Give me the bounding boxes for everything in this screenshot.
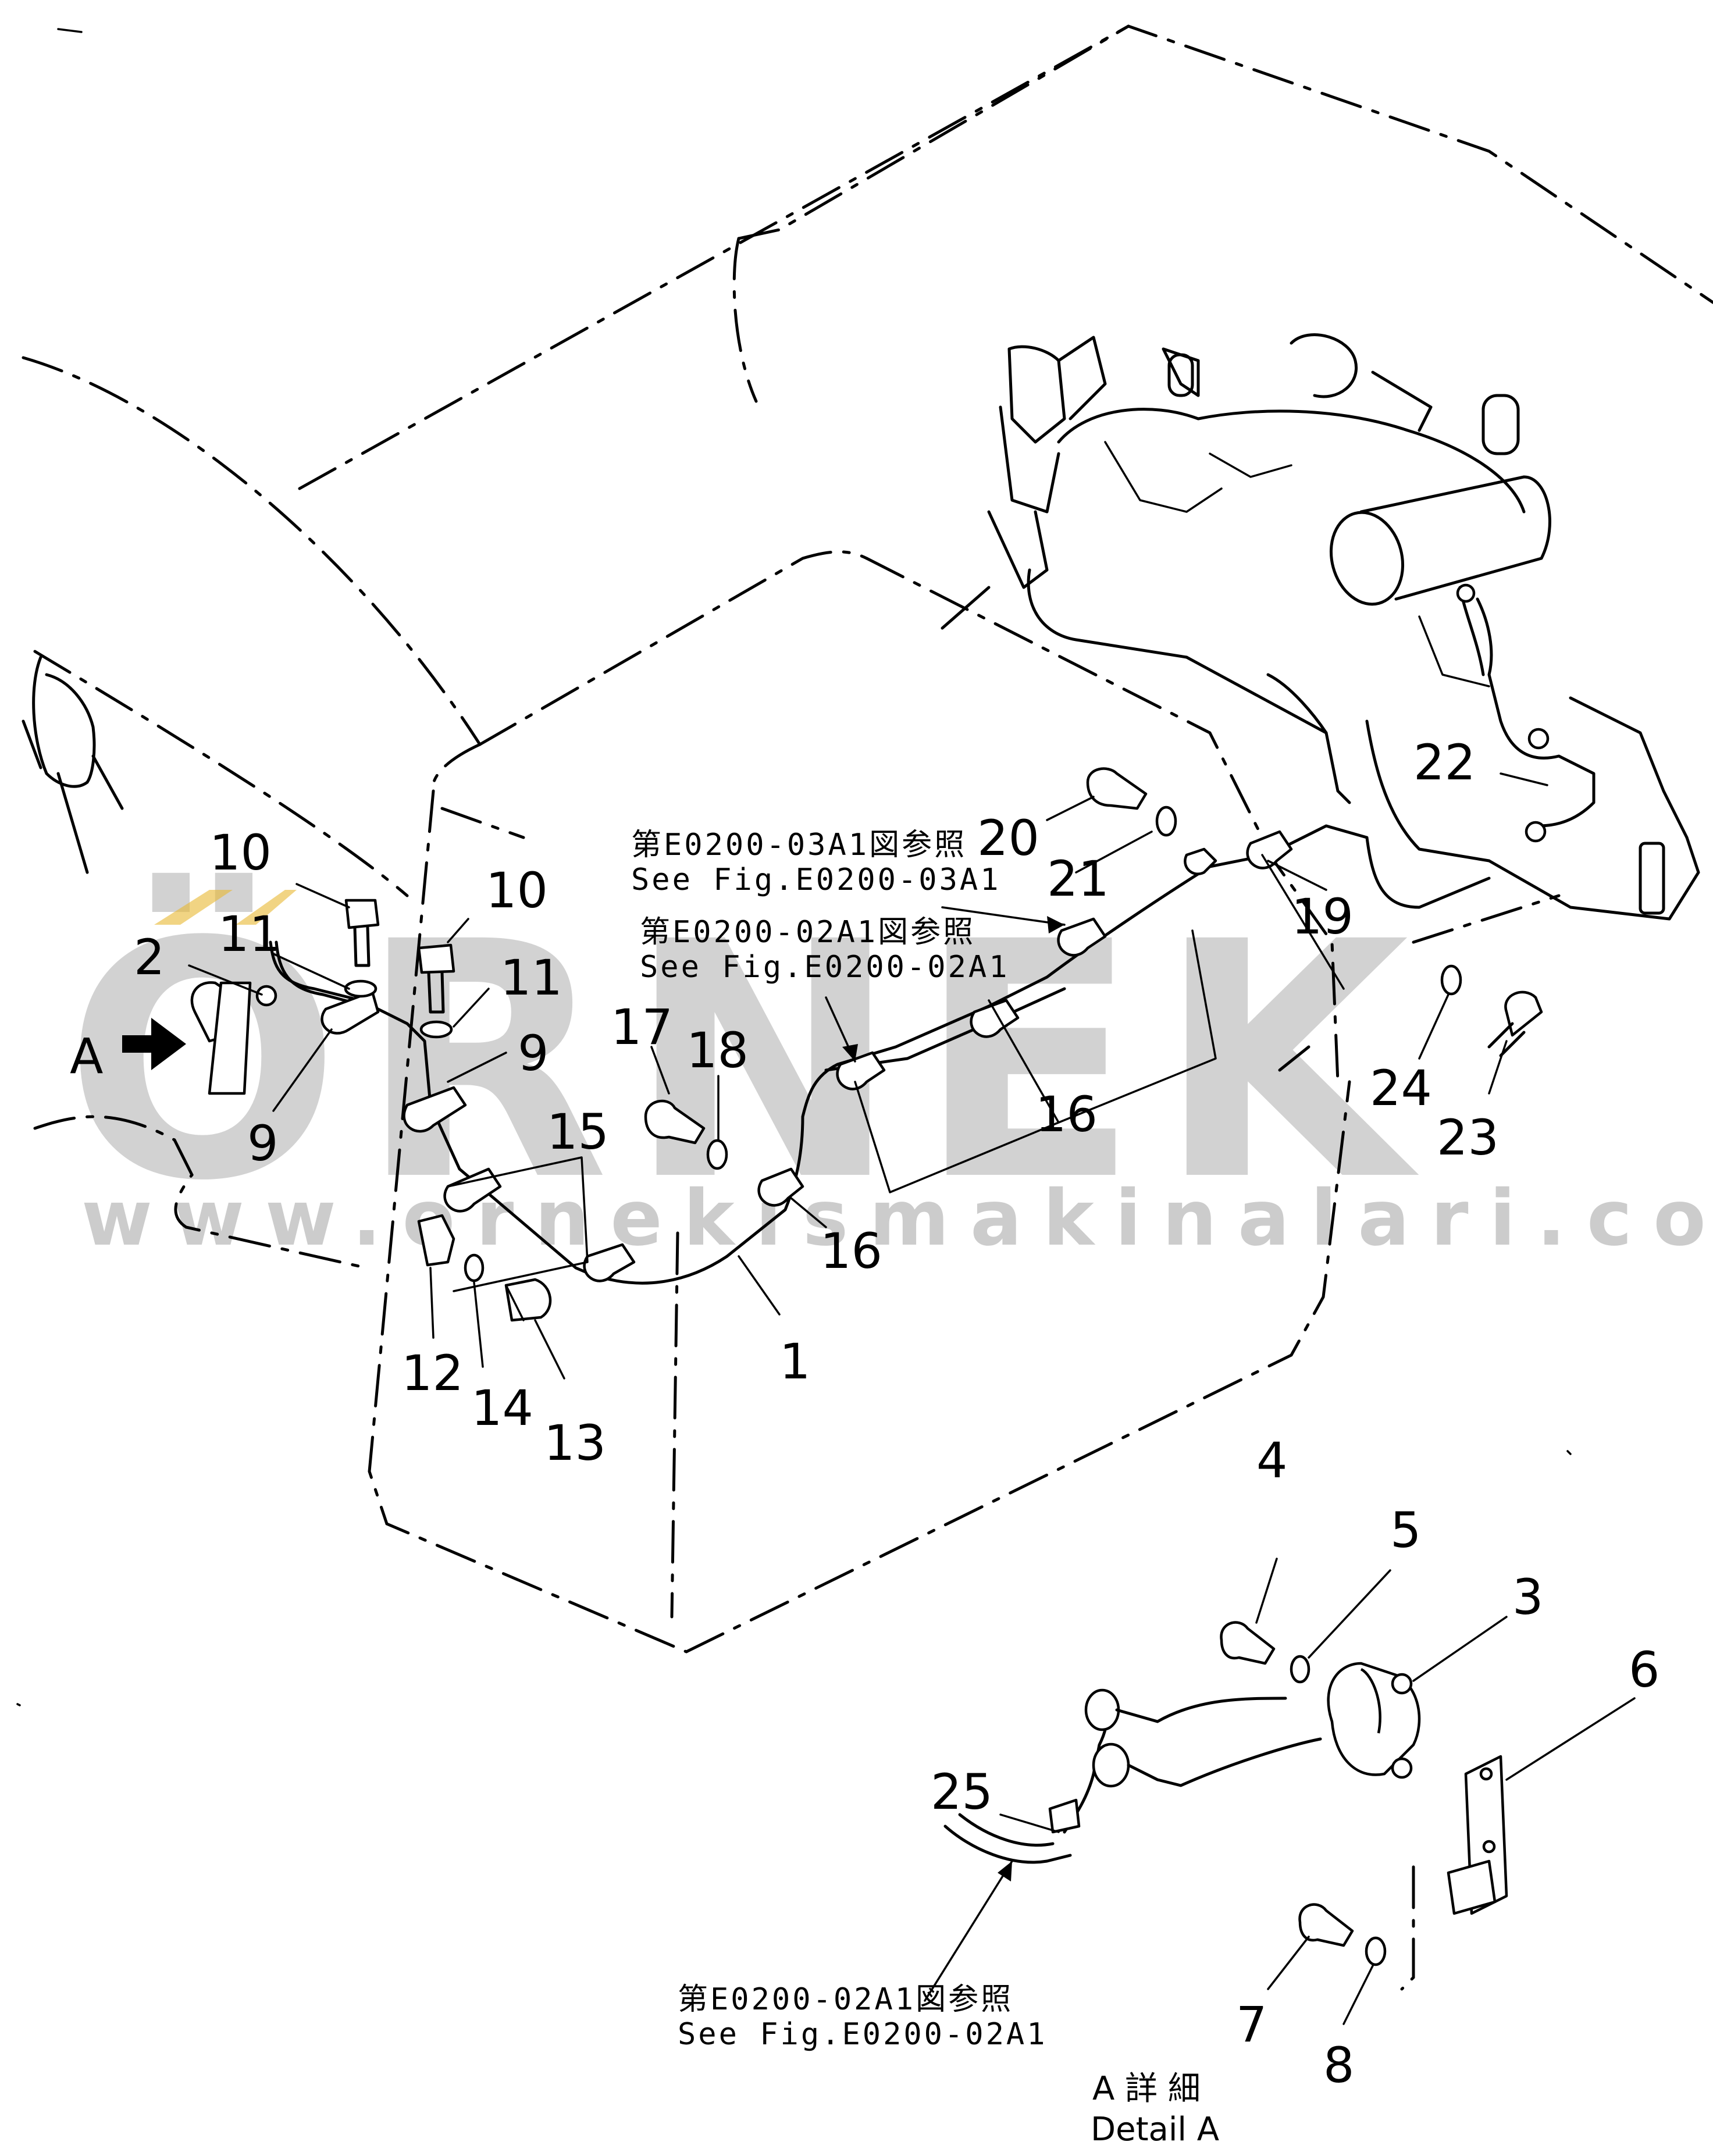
washer-11-left	[344, 979, 377, 998]
part-label-4: 4	[1256, 1432, 1287, 1489]
clamp-19	[1246, 830, 1293, 869]
watermark-brand: ÖRNEK	[64, 869, 1426, 1252]
ref-3-en: See Fig.E0200-02A1	[678, 2017, 1048, 2052]
part-label-11b: 11	[500, 949, 562, 1006]
washer-18	[706, 1139, 728, 1170]
detail-caption-en: Detail A	[1091, 2111, 1219, 2148]
watermark-accent-right	[236, 890, 297, 925]
part-label-10a: 10	[209, 824, 272, 881]
bolt-13	[504, 1278, 552, 1322]
bolt-20	[1086, 767, 1148, 810]
part-label-22: 22	[1413, 734, 1476, 791]
part-label-12: 12	[401, 1345, 464, 1402]
view-marker: A	[70, 1018, 186, 1085]
ref-1-jp: 第E0200-03A1図参照	[631, 828, 967, 863]
machine-outline	[22, 24, 1713, 1653]
left-structure	[22, 655, 124, 874]
connector-25b	[1084, 1688, 1120, 1731]
part-label-8: 8	[1323, 2037, 1354, 2094]
harness-wire-22	[1476, 597, 1596, 828]
view-arrow-icon	[122, 1018, 186, 1070]
detail-caption-jp: A 詳 細	[1092, 2070, 1201, 2108]
detail-a	[943, 1621, 1508, 1991]
part-label-21: 21	[1047, 850, 1109, 907]
ref-2-en: See Fig.E0200-02A1	[640, 950, 1010, 985]
part-label-15: 15	[547, 1103, 609, 1160]
bolt-10-right	[417, 943, 455, 974]
part-label-3: 3	[1512, 1569, 1543, 1626]
part-label-11a: 11	[218, 906, 280, 963]
part-label-24: 24	[1370, 1060, 1432, 1117]
washer-24	[1440, 964, 1462, 996]
clamp-9b	[403, 1086, 467, 1133]
clamp-16a	[757, 1167, 804, 1207]
clamp-15a	[443, 1167, 502, 1213]
washer-21	[1155, 806, 1177, 837]
hardware	[190, 767, 1543, 1322]
clamp-16b	[836, 1051, 886, 1091]
clamps	[320, 830, 1293, 1282]
bolt-23	[1504, 990, 1543, 1037]
part-label-18: 18	[686, 1022, 749, 1079]
part-label-10b: 10	[486, 862, 548, 919]
washer-8	[1365, 1936, 1387, 1966]
watermark-accent-left	[154, 890, 233, 925]
part-label-9b: 9	[518, 1025, 549, 1082]
part-label-7: 7	[1236, 1996, 1267, 2053]
part-label-1: 1	[779, 1333, 810, 1390]
part-label-6: 6	[1629, 1641, 1659, 1698]
clamp-top	[1184, 847, 1217, 875]
stray-marks	[16, 28, 1572, 1706]
washer-14	[464, 1253, 485, 1282]
bolt-4	[1220, 1621, 1276, 1665]
watermark-url: www.ornekismakinalari.com.tr	[81, 1174, 1713, 1263]
bolt-7	[1298, 1903, 1354, 1947]
part-label-9a: 9	[247, 1115, 278, 1172]
part-label-25: 25	[931, 1763, 993, 1820]
washer-5	[1290, 1655, 1310, 1684]
part-labels: 1 2 3 4 5 6 7 8 9 9 10 10 11 11 12 13 14…	[134, 734, 1659, 2094]
clamp-9a	[320, 990, 380, 1035]
part-label-14: 14	[471, 1380, 533, 1437]
part-label-13: 13	[544, 1414, 606, 1471]
clamp-25	[1048, 1798, 1081, 1834]
leader-lines	[188, 772, 1636, 2025]
clamp-15b	[583, 1243, 636, 1282]
part-label-23: 23	[1437, 1109, 1499, 1166]
clamp-16d	[1057, 917, 1107, 957]
part-label-20: 20	[977, 810, 1039, 867]
part-label-2: 2	[134, 929, 165, 986]
part-label-5: 5	[1390, 1502, 1421, 1559]
bolt-17	[644, 1099, 706, 1145]
figure-references: 第E0200-03A1図参照 See Fig.E0200-03A1 第E0200…	[631, 828, 1048, 2052]
bolt-10-left	[344, 899, 380, 929]
ref-2-jp: 第E0200-02A1図参照	[640, 915, 975, 950]
detail-caption: A 詳 細 Detail A	[1091, 2070, 1219, 2148]
part-label-16b: 16	[1035, 1086, 1098, 1143]
connector-25a	[1092, 1742, 1130, 1788]
view-marker-label: A	[70, 1028, 103, 1085]
part-label-19: 19	[1291, 888, 1354, 945]
engine-assembly	[941, 333, 1700, 921]
ref-1-en: See Fig.E0200-03A1	[631, 863, 1001, 897]
part-label-16a: 16	[820, 1223, 882, 1280]
bracket-12	[417, 1214, 455, 1267]
washer-11-right	[419, 1020, 453, 1039]
part-label-17: 17	[611, 999, 673, 1056]
ref-3-jp: 第E0200-02A1図参照	[678, 1982, 1013, 2017]
